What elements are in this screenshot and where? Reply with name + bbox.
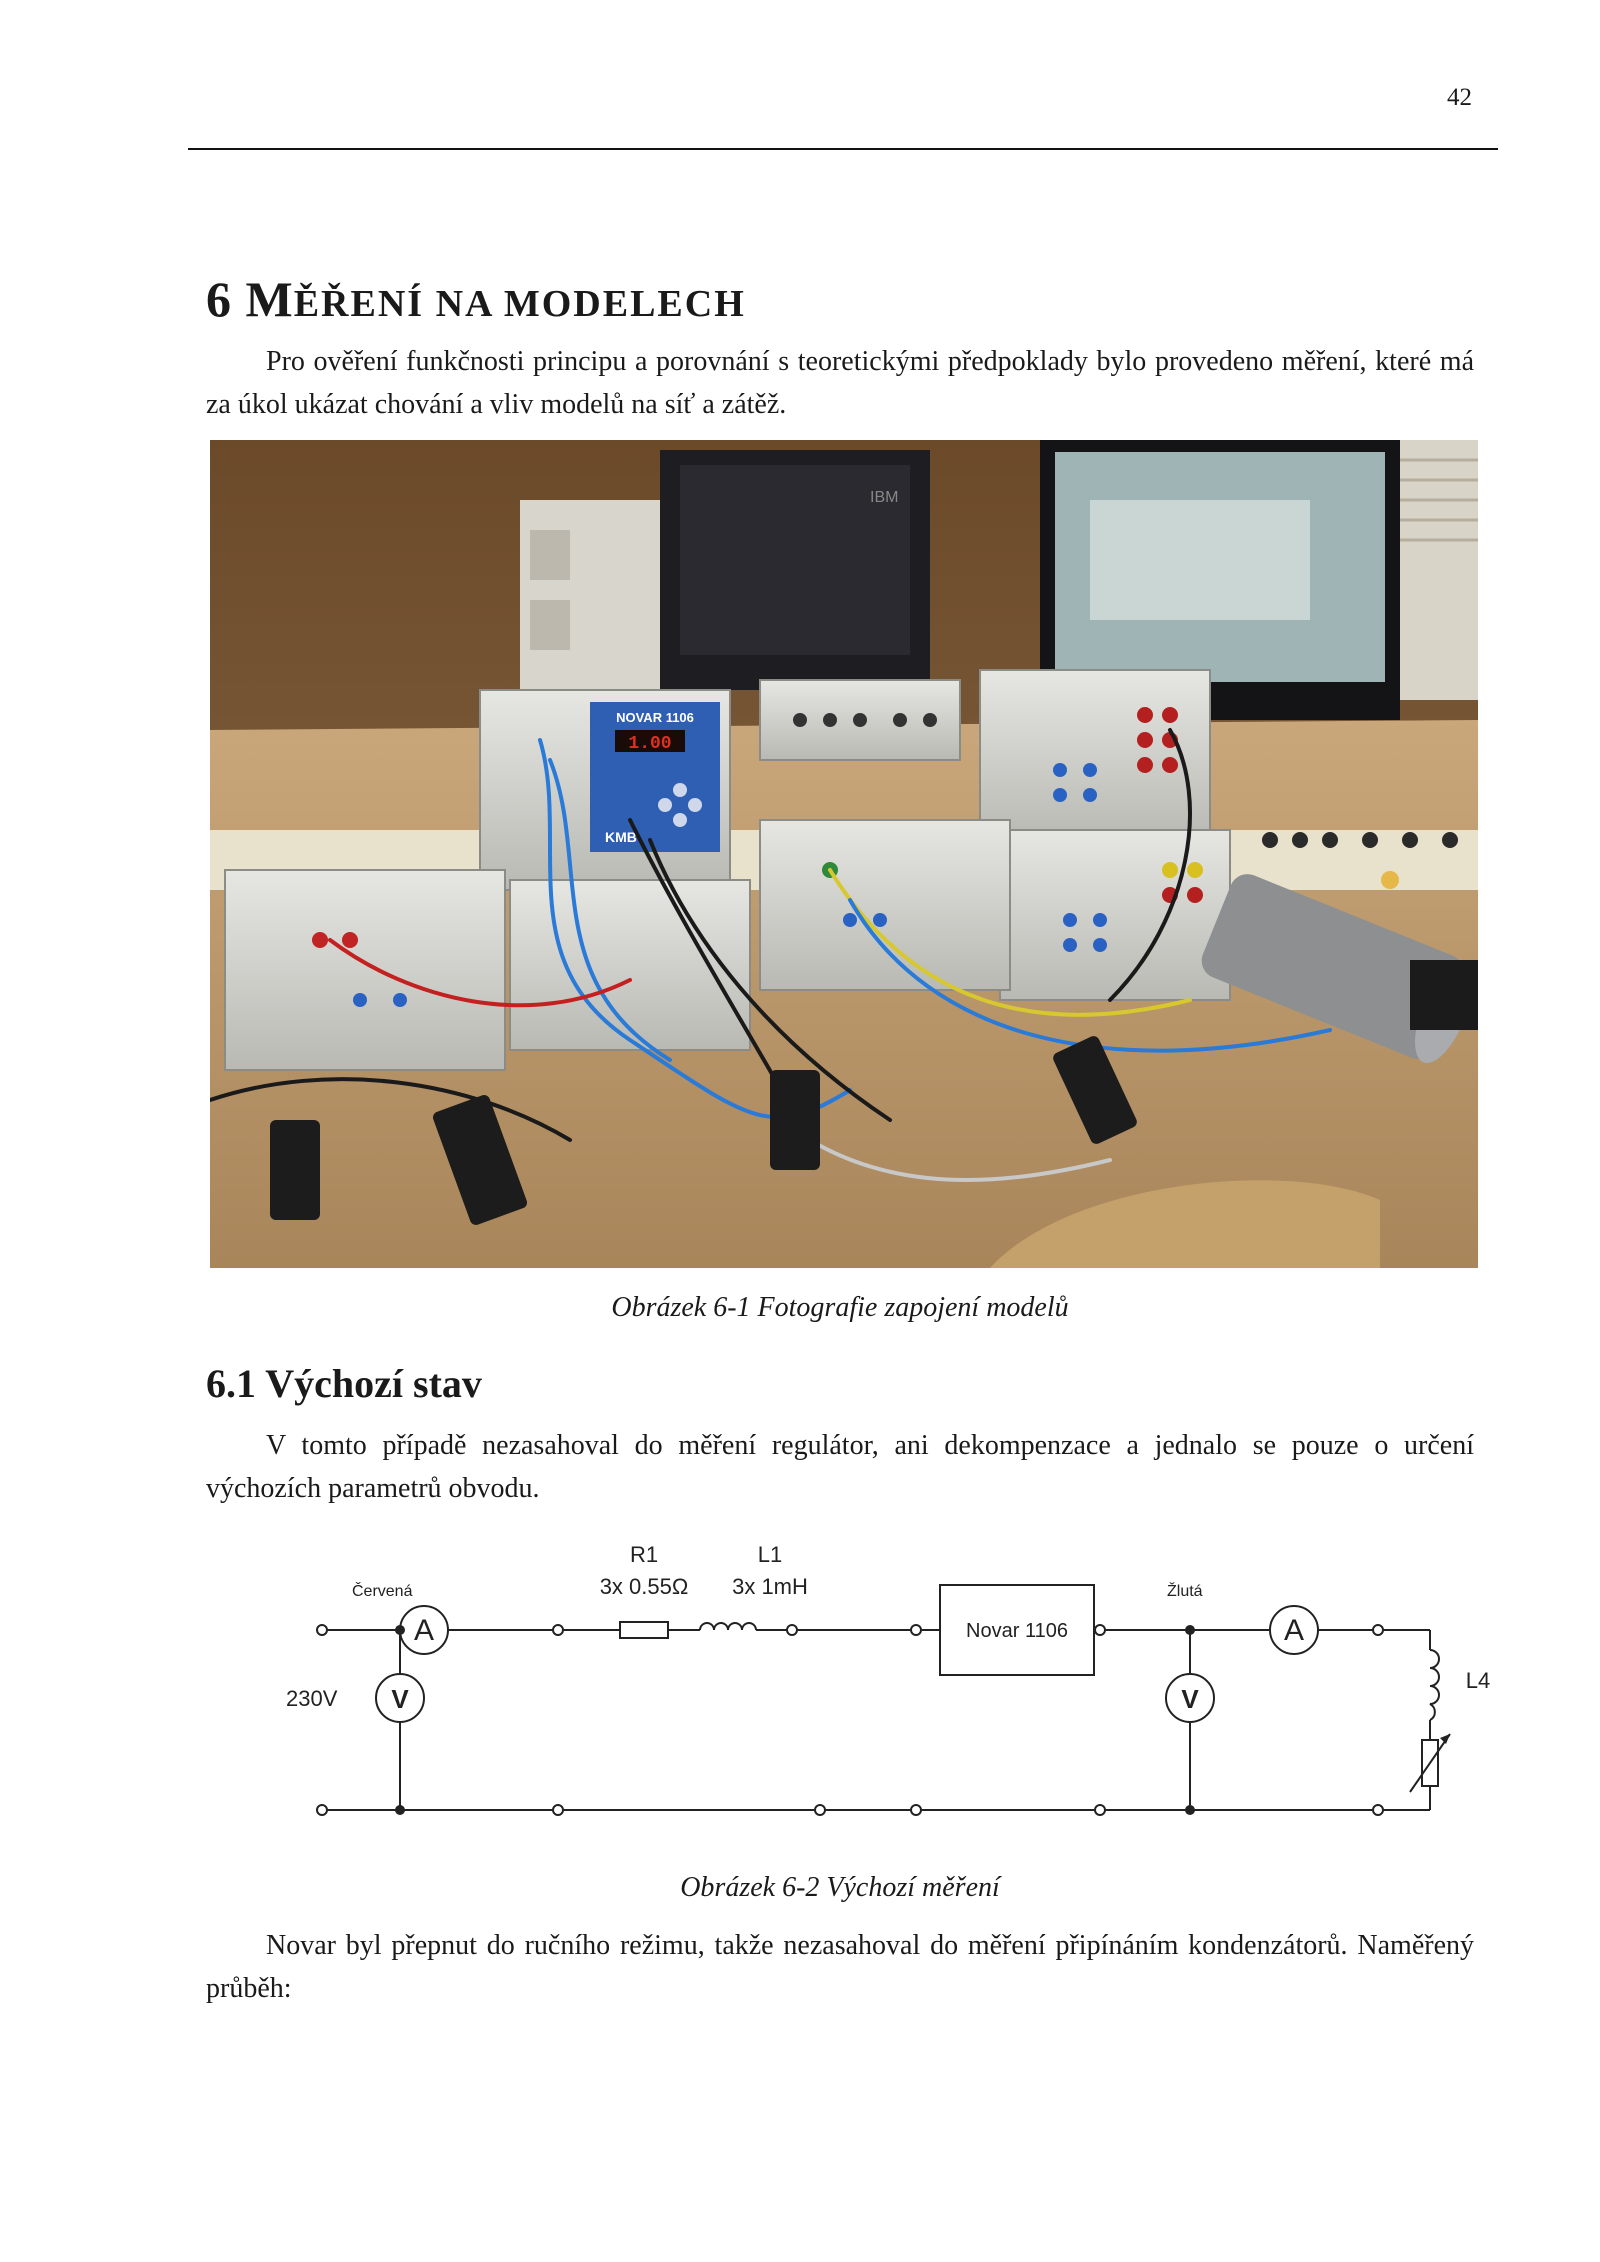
circuit-diagram: A V A V Červená Žlutá 230V R1 3x 0.55Ω L…: [280, 1530, 1520, 1830]
l1-name: L1: [758, 1542, 782, 1567]
photo-caption: Obrázek 6-1 Fotografie zapojení modelů: [611, 1292, 1069, 1323]
closing-paragraph: Novar byl přepnut do ručního režimu, tak…: [206, 1930, 1474, 2004]
r1-name: R1: [630, 1542, 658, 1567]
lab-photo: IBM NOVAR 1106 1.00 KMB: [210, 440, 1478, 1268]
novar-device-label: Novar 1106: [966, 1620, 1068, 1642]
page-number: 42: [1447, 84, 1472, 111]
ammeter-left-symbol: A: [414, 1614, 434, 1647]
section-title-text: Výchozí stav: [265, 1361, 482, 1406]
l4-label: L4: [1466, 1668, 1490, 1693]
intro-paragraph: Pro ověření funkčnosti principu a porovn…: [206, 346, 1474, 420]
voltage-label: 230V: [286, 1686, 338, 1711]
section-paragraph: V tomto případě nezasahoval do měření re…: [206, 1430, 1474, 1504]
header-rule: [188, 148, 1498, 150]
device-label: NOVAR 1106: [616, 710, 694, 725]
chapter-title-rest: ĚŘENÍ NA MODELECH: [293, 283, 746, 325]
voltmeter-right-symbol: V: [1181, 1684, 1199, 1714]
r1-value: 3x 0.55Ω: [600, 1574, 689, 1599]
display-value: 1.00: [628, 734, 671, 754]
circuit-caption: Obrázek 6-2 Výchozí měření: [680, 1872, 1000, 1903]
section-title: 6.1 Výchozí stav: [206, 1360, 482, 1407]
brand-label: KMB: [605, 829, 637, 845]
monitor-brand: IBM: [870, 489, 898, 506]
chapter-title-initial: M: [245, 271, 294, 327]
ammeter-right-symbol: A: [1284, 1614, 1304, 1647]
l1-value: 3x 1mH: [732, 1574, 808, 1599]
left-wire-label: Červená: [352, 1581, 413, 1600]
right-wire-label: Žlutá: [1167, 1581, 1203, 1600]
voltmeter-left-symbol: V: [391, 1684, 409, 1714]
section-number: 6.1: [206, 1361, 256, 1406]
chapter-number: 6: [206, 271, 232, 327]
chapter-title: 6 MĚŘENÍ NA MODELECH: [206, 270, 746, 328]
